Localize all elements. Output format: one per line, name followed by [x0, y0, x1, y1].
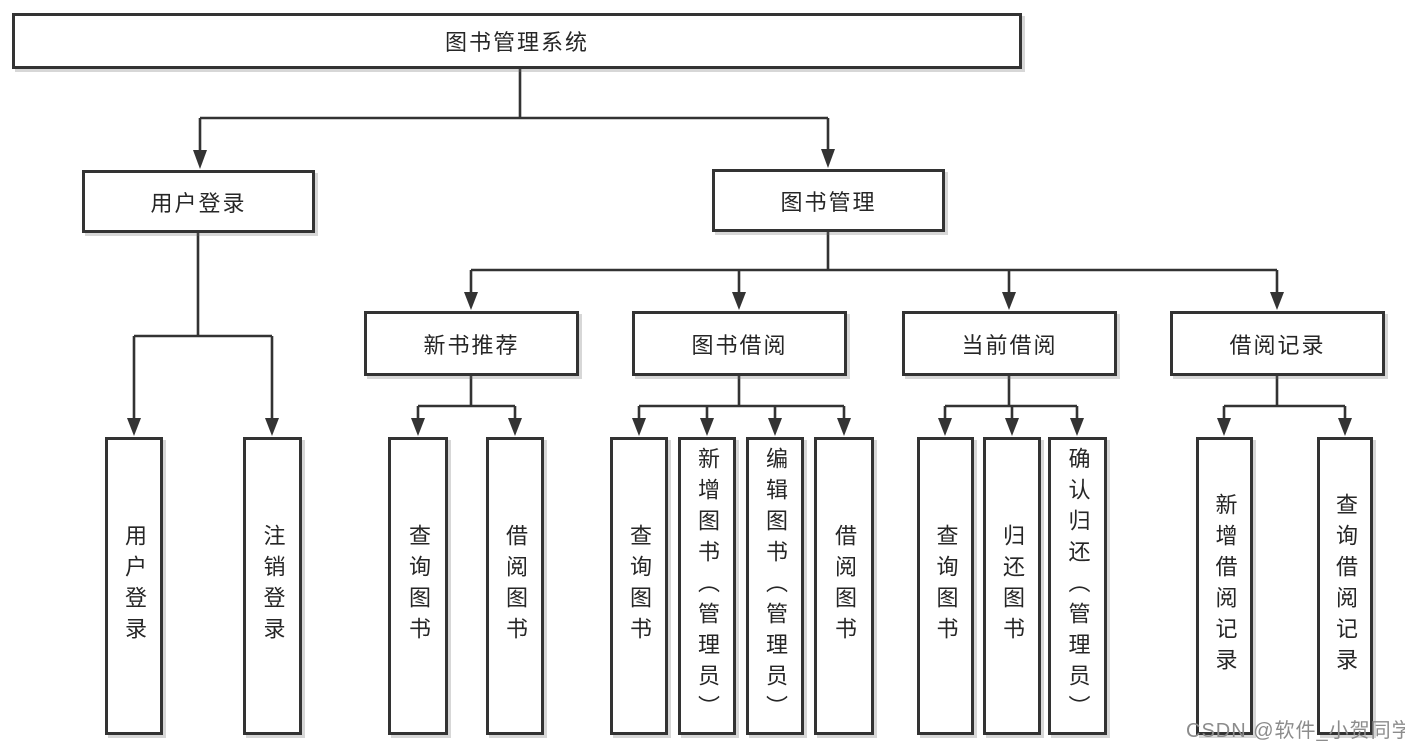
leaf-newrec-query-books-label: 查询图书 [406, 524, 431, 648]
leaf-current-confirm-return-admin: 确认归还（管理员） [1048, 437, 1107, 735]
node-current-borrow: 当前借阅 [902, 311, 1117, 376]
leaf-logout-login: 注销登录 [243, 437, 302, 735]
node-root: 图书管理系统 [12, 13, 1022, 69]
leaf-records-add-record-label: 新增借阅记录 [1212, 493, 1238, 679]
leaf-records-query-record-label: 查询借阅记录 [1333, 493, 1358, 679]
leaf-current-return-books: 归还图书 [983, 437, 1041, 735]
leaf-newrec-query-books: 查询图书 [388, 437, 448, 735]
node-new-book-recommend: 新书推荐 [364, 311, 579, 376]
leaf-current-query-books: 查询图书 [917, 437, 974, 735]
leaf-newrec-borrow-books-label: 借阅图书 [503, 524, 528, 648]
node-book-management: 图书管理 [712, 169, 945, 232]
node-borrow-records-label: 借阅记录 [1229, 332, 1326, 358]
leaf-borrow-add-books-admin: 新增图书（管理员） [678, 437, 736, 735]
node-book-management-label: 图书管理 [780, 189, 877, 215]
leaf-current-confirm-return-admin-label: 确认归还（管理员） [1065, 446, 1091, 726]
leaf-current-query-books-label: 查询图书 [933, 524, 959, 648]
leaf-records-add-record: 新增借阅记录 [1196, 437, 1253, 735]
connector-bookborrow-to-leaves [632, 376, 851, 436]
connector-newbookrec-to-leaves [411, 376, 522, 436]
csdn-watermark: CSDN @软件_小贺同学 [1186, 720, 1405, 742]
leaf-borrow-borrow-books: 借阅图书 [814, 437, 874, 735]
node-current-borrow-label: 当前借阅 [961, 332, 1058, 358]
leaf-borrow-edit-books-admin: 编辑图书（管理员） [746, 437, 804, 735]
node-user-login-label: 用户登录 [150, 190, 247, 216]
connector-borrowrecords-to-leaves [1217, 376, 1352, 436]
node-new-book-recommend-label: 新书推荐 [423, 332, 520, 358]
connector-bookmgmt-to-level3 [464, 232, 1284, 310]
node-book-borrow: 图书借阅 [632, 311, 847, 376]
leaf-borrow-add-books-admin-label: 新增图书（管理员） [695, 446, 720, 726]
connector-currentborrow-to-leaves [938, 376, 1084, 436]
node-borrow-records: 借阅记录 [1170, 311, 1385, 376]
leaf-user-login-label: 用户登录 [122, 524, 147, 648]
leaf-borrow-query-books-label: 查询图书 [627, 524, 652, 648]
leaf-records-query-record: 查询借阅记录 [1317, 437, 1373, 735]
leaf-logout-login-label: 注销登录 [260, 524, 286, 648]
leaf-borrow-query-books: 查询图书 [610, 437, 668, 735]
node-book-borrow-label: 图书借阅 [691, 332, 788, 358]
connector-userlogin-to-leaves [127, 233, 279, 436]
node-user-login: 用户登录 [82, 170, 315, 233]
leaf-borrow-edit-books-admin-label: 编辑图书（管理员） [763, 446, 788, 726]
leaf-current-return-books-label: 归还图书 [1000, 524, 1025, 648]
connector-root-to-level2 [193, 68, 835, 169]
node-root-label: 图书管理系统 [444, 30, 589, 55]
leaf-newrec-borrow-books: 借阅图书 [486, 437, 544, 735]
leaf-user-login: 用户登录 [105, 437, 163, 735]
leaf-borrow-borrow-books-label: 借阅图书 [832, 524, 857, 648]
